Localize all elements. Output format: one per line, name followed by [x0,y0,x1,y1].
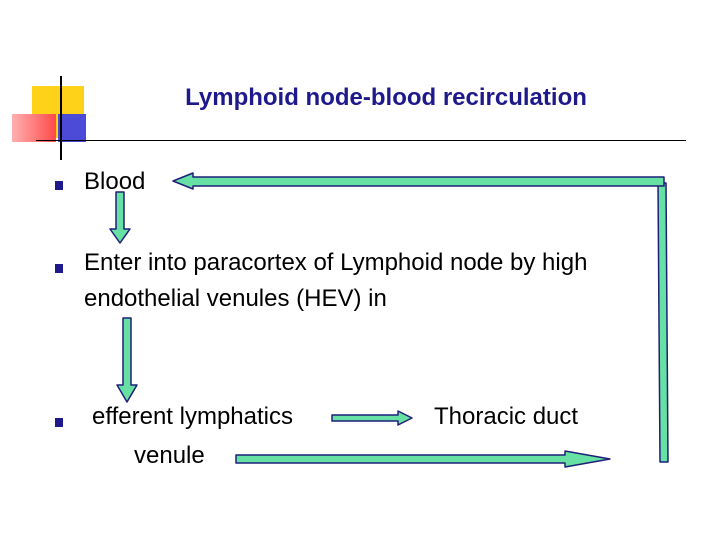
bullet-3-marker [55,418,63,427]
deco-red-square [12,114,56,142]
bullet-3-line2: venule [134,442,205,469]
bullet-3-line1: efferent lymphatics [92,403,293,430]
loop-right-bar [657,182,669,463]
arrow-efferent-to-thoracic [331,410,413,426]
deco-blue-square [58,114,86,142]
bullet-1-text: Blood [84,168,146,195]
bullet-2-line1: Enter into paracortex of Lymphoid node b… [84,249,588,276]
bullet-1-marker [55,181,63,190]
bullet-2-marker [55,264,63,273]
arrow-blood-to-hev [109,191,131,244]
arrow-hev-to-efferent [116,317,138,403]
slide-title: Lymphoid node-blood recirculation [185,84,587,111]
thoracic-duct-label: Thoracic duct [434,403,579,430]
arrow-return-to-blood [172,172,665,190]
bullet-2-line2: endothelial venules (HEV) in [84,285,387,312]
deco-vertical-line [60,76,62,160]
arrow-venule-to-right [235,450,611,468]
title-rule-line [36,140,686,141]
